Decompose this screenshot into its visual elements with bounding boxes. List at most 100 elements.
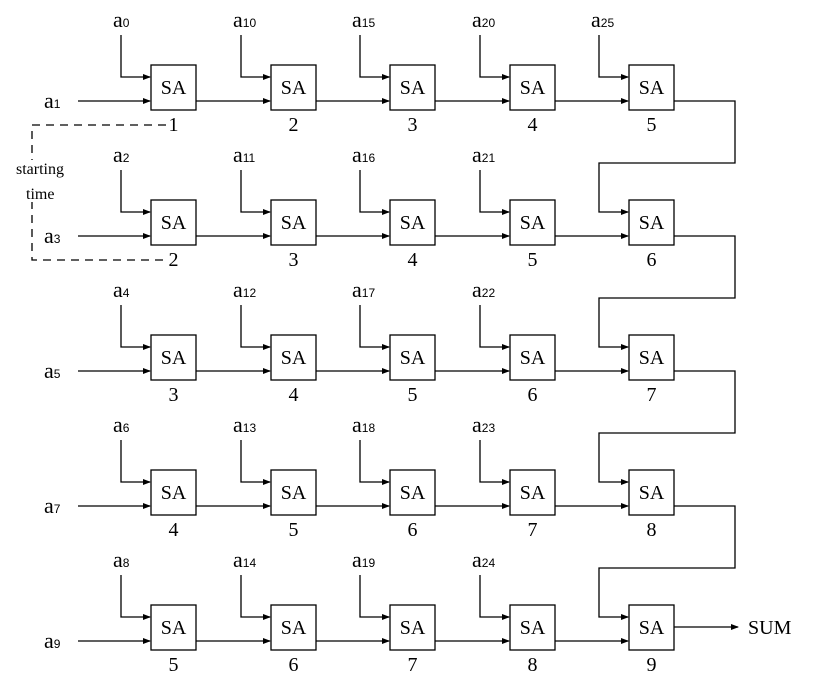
input-label-a8: a8 xyxy=(113,547,130,572)
top-input-arrow xyxy=(120,35,151,80)
sa-node-label: SA xyxy=(400,77,426,99)
sa-node-label: SA xyxy=(639,212,665,234)
input-label-a10: a10 xyxy=(233,7,256,32)
sa-node-label: SA xyxy=(520,617,546,639)
top-input-arrow xyxy=(120,440,151,485)
input-label-a25: a25 xyxy=(591,7,614,32)
sa-node-label: SA xyxy=(520,482,546,504)
sa-node-label: SA xyxy=(281,77,307,99)
sa-node xyxy=(628,469,675,516)
input-label-a20: a20 xyxy=(472,7,495,32)
feedback-connector-arrow xyxy=(598,235,736,350)
sa-node xyxy=(150,334,197,381)
starting-time-label: time xyxy=(26,186,54,203)
sa-node xyxy=(628,199,675,246)
input-label-a2: a2 xyxy=(113,142,130,167)
time-step-label: 6 xyxy=(528,384,538,406)
sa-node xyxy=(509,334,556,381)
sa-node-label: SA xyxy=(281,347,307,369)
sa-node xyxy=(509,64,556,111)
feedback-connector-arrow xyxy=(598,505,736,620)
feedback-connector-arrow xyxy=(598,100,736,215)
top-input-arrow xyxy=(479,575,510,620)
time-step-label: 3 xyxy=(408,114,418,136)
sa-node-label: SA xyxy=(161,482,187,504)
sa-node xyxy=(150,199,197,246)
top-input-arrow xyxy=(359,305,390,350)
input-label-a15: a15 xyxy=(352,7,375,32)
input-label-a4: a4 xyxy=(113,277,130,302)
sa-node xyxy=(389,604,436,651)
sa-node-label: SA xyxy=(639,347,665,369)
input-label-a18: a18 xyxy=(352,412,375,437)
sa-node-label: SA xyxy=(281,482,307,504)
input-label-a17: a17 xyxy=(352,277,375,302)
time-step-label: 5 xyxy=(528,249,538,271)
top-input-arrow xyxy=(359,35,390,80)
time-step-label: 8 xyxy=(647,519,657,541)
sa-node xyxy=(270,469,317,516)
input-label-a21: a21 xyxy=(472,142,495,167)
input-label-a1: a1 xyxy=(44,88,61,113)
starting-time-label: starting xyxy=(16,161,64,178)
sa-node xyxy=(389,199,436,246)
sa-node xyxy=(389,334,436,381)
time-step-label: 6 xyxy=(289,654,299,676)
top-input-arrow xyxy=(479,35,510,80)
top-input-arrow xyxy=(120,575,151,620)
sa-node-label: SA xyxy=(400,347,426,369)
input-label-a3: a3 xyxy=(44,223,61,248)
top-input-arrow xyxy=(240,305,271,350)
top-input-arrow xyxy=(120,170,151,215)
sa-node xyxy=(509,199,556,246)
sa-node-label: SA xyxy=(281,212,307,234)
sa-node-label: SA xyxy=(639,617,665,639)
sa-node-label: SA xyxy=(161,617,187,639)
sum-label: SUM xyxy=(748,617,792,639)
input-label-a24: a24 xyxy=(472,547,495,572)
top-input-arrow xyxy=(240,35,271,80)
sa-node-label: SA xyxy=(161,347,187,369)
sa-node xyxy=(389,469,436,516)
sa-node xyxy=(509,604,556,651)
input-label-a7: a7 xyxy=(44,493,61,518)
sa-node xyxy=(509,469,556,516)
input-label-a13: a13 xyxy=(233,412,256,437)
starting-time-label-bg xyxy=(14,160,76,202)
sa-node xyxy=(389,64,436,111)
time-step-label: 5 xyxy=(289,519,299,541)
top-input-arrow xyxy=(359,440,390,485)
sa-node xyxy=(628,64,675,111)
sa-node xyxy=(150,64,197,111)
sa-node-label: SA xyxy=(639,482,665,504)
time-step-label: 2 xyxy=(169,249,179,271)
top-input-arrow xyxy=(240,575,271,620)
top-input-arrow xyxy=(359,170,390,215)
input-label-a14: a14 xyxy=(233,547,256,572)
time-step-label: 4 xyxy=(528,114,538,136)
time-step-label: 8 xyxy=(528,654,538,676)
sa-node-label: SA xyxy=(281,617,307,639)
top-input-arrow xyxy=(120,305,151,350)
sa-node-label: SA xyxy=(520,212,546,234)
feedback-connector-arrow xyxy=(598,370,736,485)
sa-node-label: SA xyxy=(400,482,426,504)
top-input-arrow xyxy=(479,440,510,485)
sa-node-label: SA xyxy=(161,77,187,99)
top-input-arrow xyxy=(479,305,510,350)
input-label-a23: a23 xyxy=(472,412,495,437)
sa-node-label: SA xyxy=(520,347,546,369)
time-step-label: 5 xyxy=(169,654,179,676)
time-step-label: 4 xyxy=(408,249,418,271)
input-label-a9: a9 xyxy=(44,628,61,653)
sa-node-label: SA xyxy=(400,212,426,234)
top-input-arrow xyxy=(240,170,271,215)
top-input-arrow xyxy=(359,575,390,620)
time-step-label: 4 xyxy=(169,519,179,541)
sa-node xyxy=(628,334,675,381)
sa-node-label: SA xyxy=(639,77,665,99)
time-step-label: 7 xyxy=(647,384,657,406)
time-step-label: 5 xyxy=(408,384,418,406)
time-step-label: 1 xyxy=(169,114,179,136)
top-input-arrow xyxy=(598,35,629,80)
